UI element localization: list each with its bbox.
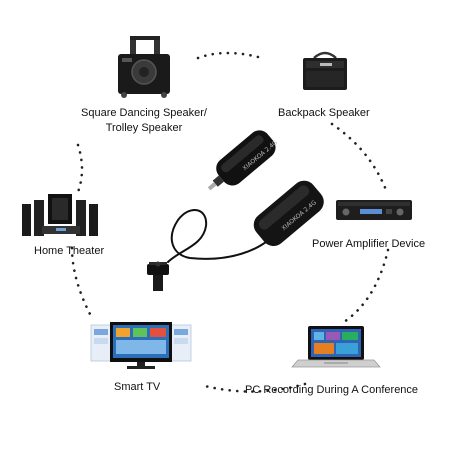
home-theater-icon [22, 194, 98, 236]
home-theater-label: Home Theater [34, 245, 105, 257]
trolley-speaker-icon [118, 36, 170, 98]
trolley-speaker-label: Square Dancing Speaker/ Trolley Speaker [68, 106, 220, 136]
backpack-speaker-icon [303, 51, 347, 90]
trolley-speaker-label-line2: Trolley Speaker [105, 122, 183, 134]
microphone-cable [167, 209, 279, 263]
trolley-speaker-label-line1: Square Dancing Speaker/ [81, 107, 207, 119]
dotted-connector-arcs [70, 51, 390, 393]
wireless-receiver-icon: XIAOKOA 2.4G [207, 130, 279, 191]
smart-tv-icon [90, 322, 192, 369]
power-amplifier-label: Power Amplifier Device [312, 238, 426, 250]
wireless-transmitter-icon: XIAOKOA 2.4G [253, 180, 324, 247]
smart-tv-label: Smart TV [114, 381, 161, 393]
laptop-icon [291, 326, 381, 368]
power-amplifier-icon [336, 200, 412, 220]
backpack-speaker-label: Backpack Speaker [278, 107, 370, 119]
pc-recording-label: PC Recording During A Conference [245, 384, 419, 396]
lavalier-microphone-icon [147, 261, 169, 291]
